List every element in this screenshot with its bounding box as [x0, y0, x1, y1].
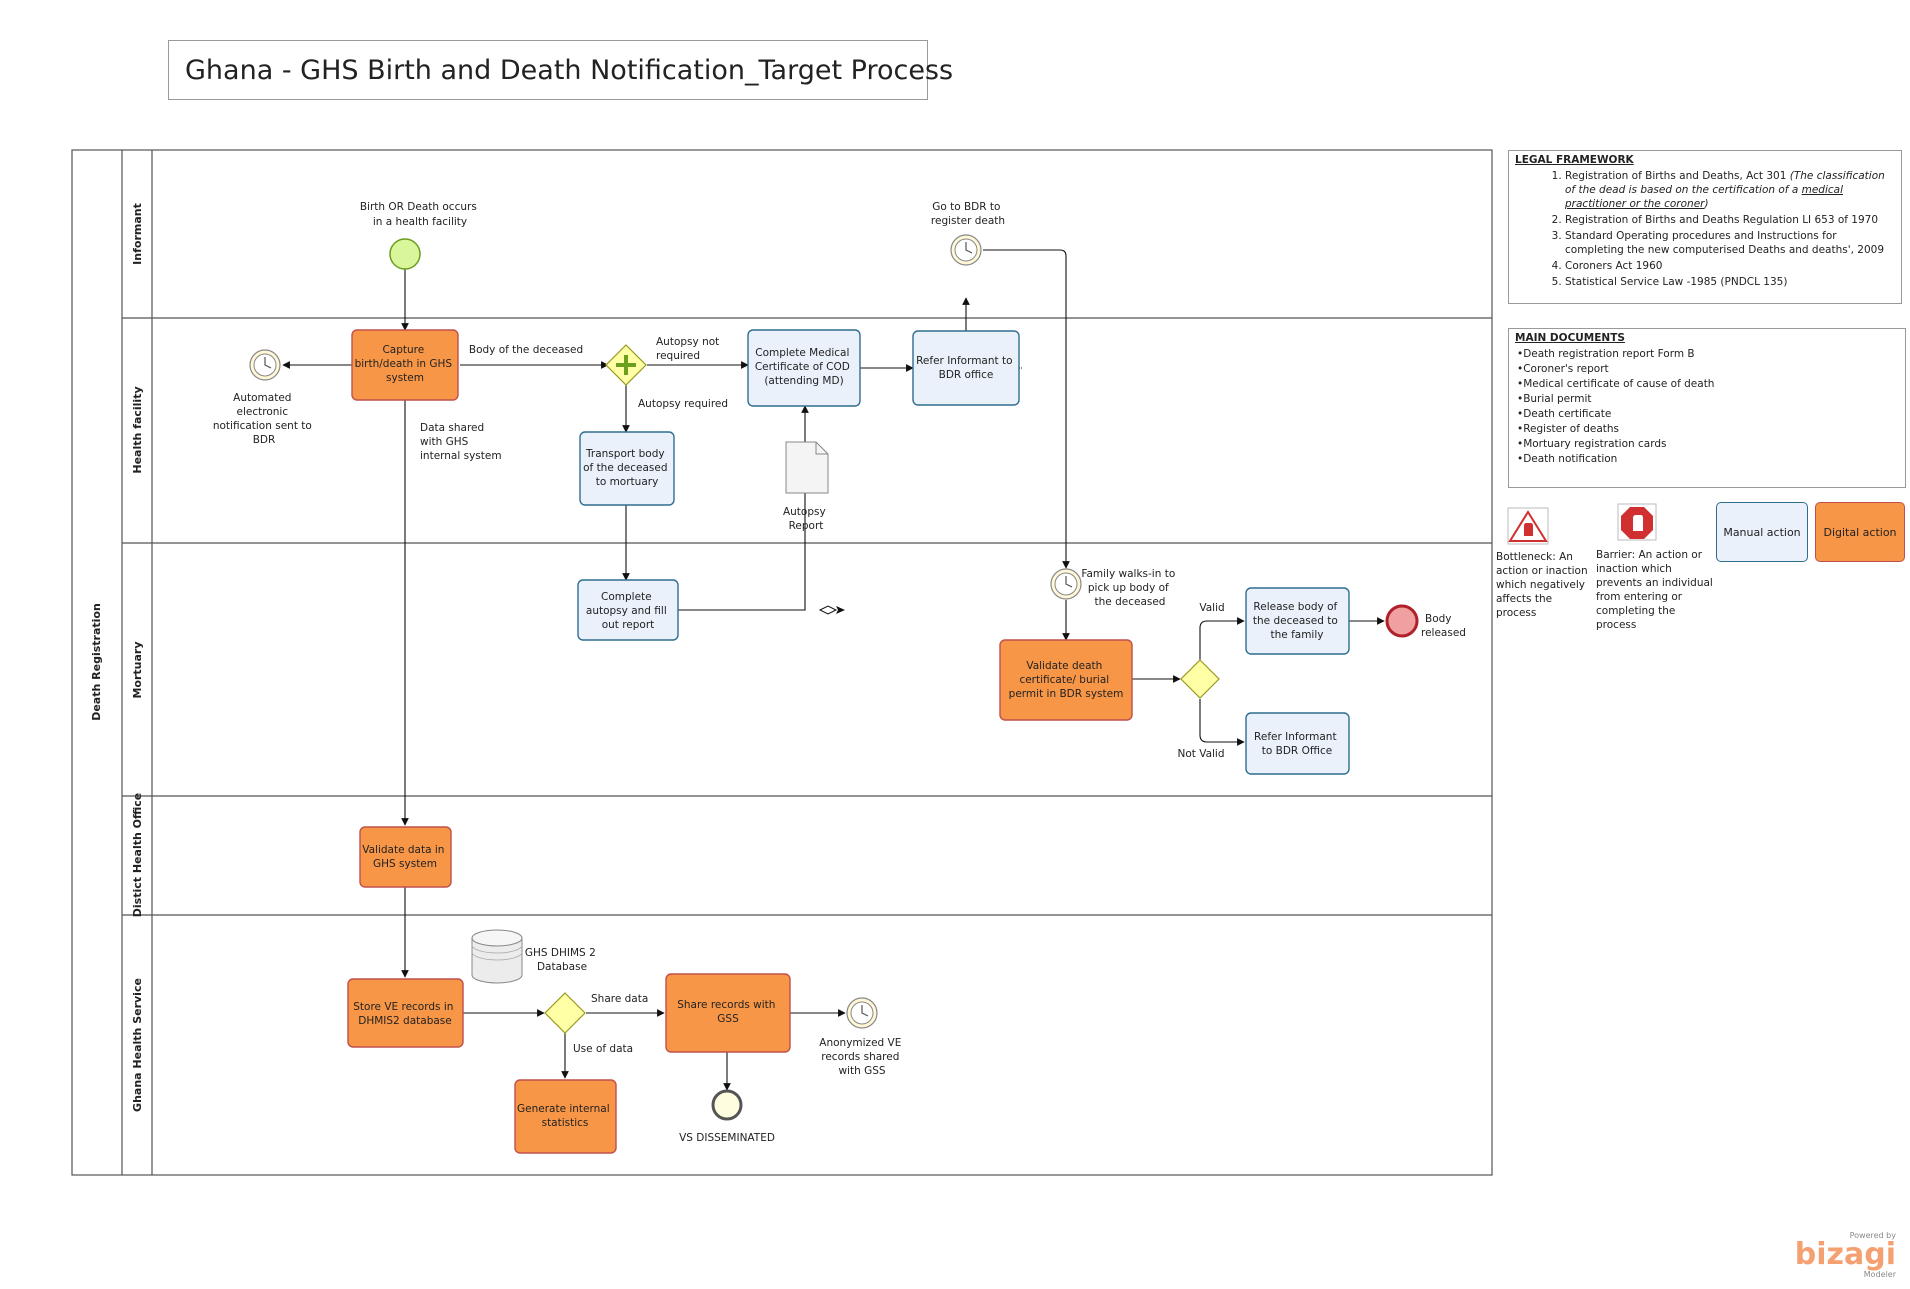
- task-capture: Capture birth/death in GHS system: [351, 329, 459, 401]
- label-family-walks: Family walks-in to pick up body of the d…: [1081, 568, 1178, 608]
- parallel-gateway: [605, 344, 647, 386]
- svg-text:Store VE records in DHMI: Store VE records in DHMIS2 database: [353, 1001, 457, 1027]
- legal-framework-heading: LEGAL FRAMEWORK: [1515, 154, 1634, 166]
- flow-label-autopsy-required: Autopsy required: [638, 398, 728, 410]
- flow-label-body-of-deceased: Body of the deceased: [469, 344, 583, 356]
- barrier-icon: [1617, 503, 1657, 541]
- bizagi-logo: Powered by bizagi Modeler: [1794, 1231, 1896, 1279]
- task-share-gss: Share records with GSS: [665, 973, 791, 1053]
- task-release-body: Release body of the deceased to the fami…: [1245, 587, 1350, 655]
- document-item: Register of deaths: [1517, 422, 1899, 437]
- message-connector-icon: [818, 605, 845, 615]
- task-validate-certificate: Validate death certificate/ burial permi…: [999, 639, 1133, 721]
- main-documents-panel: MAIN DOCUMENTS Death registration report…: [1508, 328, 1906, 488]
- document-item: Death certificate: [1517, 407, 1899, 422]
- task-validate-ghs: Validate data in GHS system: [359, 826, 452, 888]
- lane-label-informant: Informant: [131, 203, 144, 265]
- label-autopsy-report: Autopsy Report: [783, 506, 829, 532]
- label-anonymized: Anonymized VE records shared with GSS: [819, 1037, 904, 1077]
- bottleneck-icon: [1507, 507, 1549, 545]
- svg-text:Refer Informant to BDR O: Refer Informant to BDR Office: [1254, 731, 1340, 757]
- legal-item: Standard Operating procedures and Instru…: [1565, 229, 1895, 257]
- data-use-gateway: [544, 992, 586, 1034]
- task-refer-bdr: Refer Informant to BDR office: [912, 330, 1020, 406]
- lane-label-district: Distict Health Office: [131, 793, 144, 917]
- document-icon: [785, 441, 829, 494]
- flow-label-valid: Valid: [1199, 602, 1224, 614]
- lane-label-mortuary: Mortuary: [131, 641, 144, 698]
- svg-text:Capture birth/death in G: Capture birth/death in GHS system: [355, 344, 456, 384]
- label-go-bdr: Go to BDR to register death: [931, 201, 1005, 227]
- task-refer-bdr-office: Refer Informant to BDR Office: [1245, 712, 1350, 775]
- main-documents-heading: MAIN DOCUMENTS: [1515, 332, 1625, 344]
- label-vs-disseminated: VS DISSEMINATED: [679, 1132, 775, 1144]
- flow-label-share-data: Share data: [591, 993, 648, 1005]
- task-transport: Transport body of the deceased to mortua…: [579, 431, 675, 506]
- document-item: Death notification: [1517, 452, 1899, 467]
- flow-label-use-of-data: Use of data: [573, 1043, 633, 1055]
- flow-label-autopsy-not-required: Autopsy not required: [656, 336, 723, 362]
- svg-text:Generate internal statis: Generate internal statistics: [517, 1103, 613, 1129]
- legend-digital-action: Digital action: [1815, 502, 1905, 562]
- document-item: Medical certificate of cause of death: [1517, 377, 1899, 392]
- legal-item: Statistical Service Law -1985 (PNDCL 135…: [1565, 275, 1895, 289]
- document-item: Death registration report Form B: [1517, 347, 1899, 362]
- task-complete-mccd: Complete Medical Certificate of COD (att…: [747, 329, 861, 407]
- diagram-title: Ghana - GHS Birth and Death Notification…: [168, 40, 953, 100]
- svg-text:Complete Medical Certifi: Complete Medical Certificate of COD (att…: [755, 347, 853, 387]
- end-event-body-released: [1385, 604, 1419, 638]
- label-database: GHS DHIMS 2 Database: [525, 947, 599, 973]
- timer-event-notification-icon: [249, 349, 281, 381]
- lane-label-ghs: Ghana Health Service: [131, 978, 144, 1112]
- legend-bottleneck-text: Bottleneck: An action or inaction which …: [1496, 551, 1588, 619]
- task-autopsy: Complete autopsy and fill out report: [577, 579, 679, 641]
- flow-label-not-valid: Not Valid: [1177, 748, 1224, 760]
- label-birth-death: Birth OR Death occurs in a health facili…: [360, 201, 480, 228]
- task-generate-stats: Generate internal statistics: [514, 1079, 617, 1154]
- label-auto-notification: Automated electronic notification sent t…: [213, 392, 315, 446]
- lane-label-health-facility: Health facility: [131, 386, 144, 473]
- start-event: [389, 238, 421, 270]
- svg-text:Transport body of the de: Transport body of the deceased to mortua…: [583, 448, 671, 488]
- svg-text:Complete autopsy and fil: Complete autopsy and fill out report: [586, 591, 670, 631]
- pool-label: Death Registration: [90, 603, 103, 721]
- legend-barrier-text: Barrier: An action or inaction which pre…: [1596, 549, 1713, 631]
- svg-text:Release body of the dece: Release body of the deceased to the fami…: [1253, 601, 1341, 641]
- legal-item: Registration of Births and Deaths, Act 3…: [1565, 169, 1895, 211]
- database-icon: [471, 929, 523, 984]
- svg-text:Share records with GSS: Share records with GSS: [677, 999, 779, 1025]
- document-item: Coroner's report: [1517, 362, 1899, 377]
- legend-manual-action: Manual action: [1716, 502, 1808, 562]
- timer-event-family-walks-icon: [1050, 568, 1082, 600]
- legal-item: Coroners Act 1960: [1565, 259, 1895, 273]
- end-event-vs-disseminated: [711, 1089, 743, 1121]
- label-body-released: Body released: [1421, 613, 1466, 639]
- validity-gateway: [1180, 659, 1220, 699]
- document-item: Mortuary registration cards: [1517, 437, 1899, 452]
- timer-event-anonymized-icon: [846, 997, 878, 1029]
- diagram-title-text: Ghana - GHS Birth and Death Notification…: [185, 54, 954, 86]
- document-item: Burial permit: [1517, 392, 1899, 407]
- legal-framework-panel: LEGAL FRAMEWORK Registration of Births a…: [1508, 150, 1902, 304]
- svg-text:Validate death certifica: Validate death certificate/ burial permi…: [1009, 660, 1124, 700]
- legal-item: Registration of Births and Deaths Regula…: [1565, 213, 1895, 227]
- timer-event-go-bdr-icon: [950, 234, 982, 266]
- svg-text:Validate data in GHS sys: Validate data in GHS system: [362, 844, 448, 870]
- task-store-ve: Store VE records in DHMIS2 database: [347, 978, 464, 1048]
- flow-label-data-shared: Data shared with GHS internal system: [420, 422, 502, 462]
- svg-text:Refer Informant to BDR o: Refer Informant to BDR office: [916, 355, 1016, 381]
